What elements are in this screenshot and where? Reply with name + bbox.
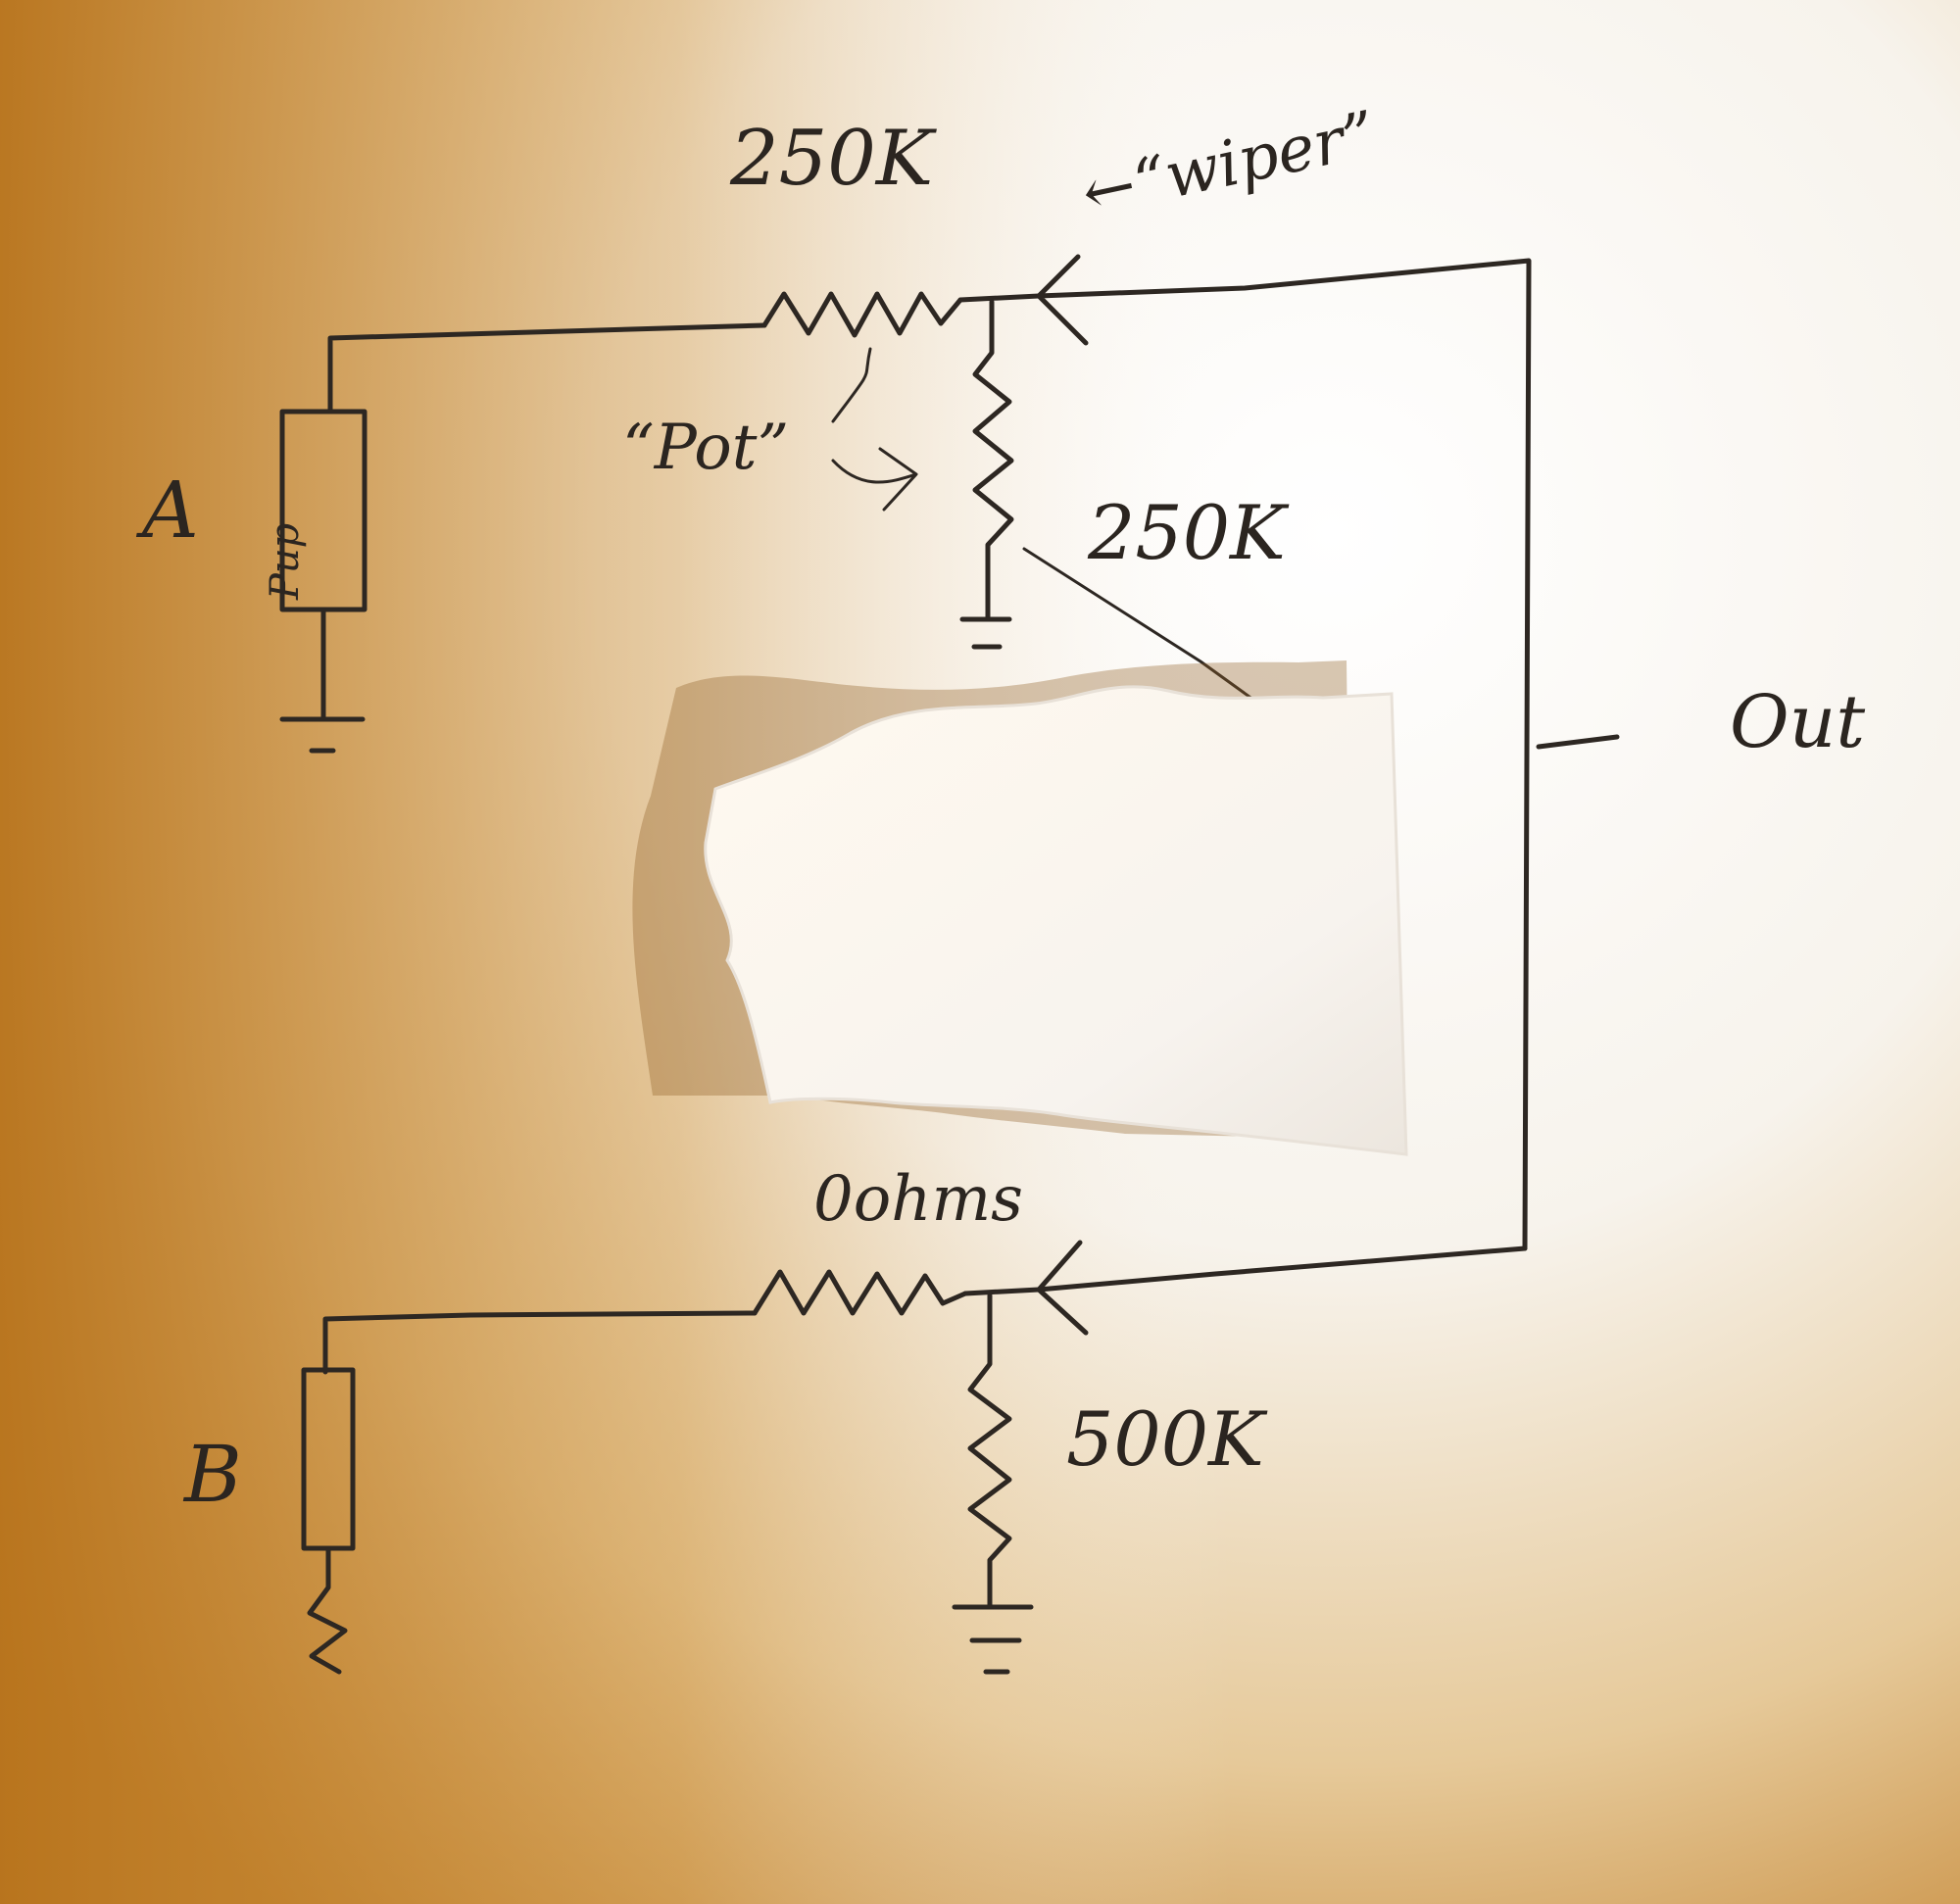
label-250k-right: 250K xyxy=(1087,489,1290,576)
output-tap xyxy=(1536,734,1620,750)
label-a: A xyxy=(135,464,199,556)
output-line xyxy=(1536,734,1620,750)
label-250k-top: 250K xyxy=(729,115,938,203)
lower-wiper-arrow xyxy=(1036,1240,1528,1336)
upper-vertical-pot xyxy=(972,299,1014,593)
upper-left-wire xyxy=(327,322,767,415)
upper-resistor-250k xyxy=(761,291,963,338)
lower-resistor-ground xyxy=(952,1604,1034,1675)
label-out: Out xyxy=(1730,680,1865,764)
upper-wiper-arrow xyxy=(1036,254,1532,1251)
label-b: B xyxy=(182,1429,242,1520)
lower-resistor-0ohms xyxy=(752,1269,968,1316)
pickup-a-body xyxy=(279,409,368,612)
lower-wire-to-wiper xyxy=(962,1287,1042,1296)
label-500k: 500K xyxy=(1066,1395,1268,1483)
pickup-b-ground xyxy=(307,1545,348,1675)
lower-circuit xyxy=(301,1240,1528,1675)
pickup-a-ground xyxy=(279,607,366,754)
label-pot: “Pot” xyxy=(622,412,789,484)
upper-pot-ground xyxy=(959,587,1012,650)
pot-arrow xyxy=(831,347,918,512)
upper-wire-to-wiper xyxy=(957,293,1042,303)
torn-paper-piece xyxy=(704,685,1408,1156)
torn-paper-overlay xyxy=(632,660,1408,1156)
lower-left-wire xyxy=(322,1310,758,1375)
label-pup: Pup xyxy=(263,523,308,601)
lower-vertical-resistor-500k xyxy=(967,1293,1012,1610)
label-0ohms: 0ohms xyxy=(813,1163,1023,1236)
pickup-b-body xyxy=(301,1367,356,1551)
